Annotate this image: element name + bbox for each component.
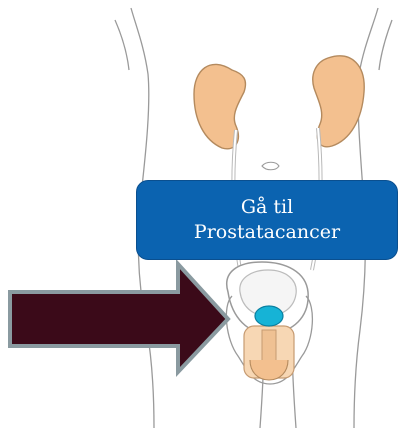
kidney-left xyxy=(194,64,246,148)
go-to-prostate-cancer-button[interactable]: Gå til Prostatacancer xyxy=(136,180,398,260)
pelvic-organs xyxy=(226,262,312,384)
right-arrow-icon xyxy=(10,264,228,372)
button-label-line-1: Gå til xyxy=(241,195,293,220)
button-label-line-2: Prostatacancer xyxy=(194,220,340,245)
kidney-right xyxy=(313,56,364,147)
prostate-highlight xyxy=(255,306,283,326)
